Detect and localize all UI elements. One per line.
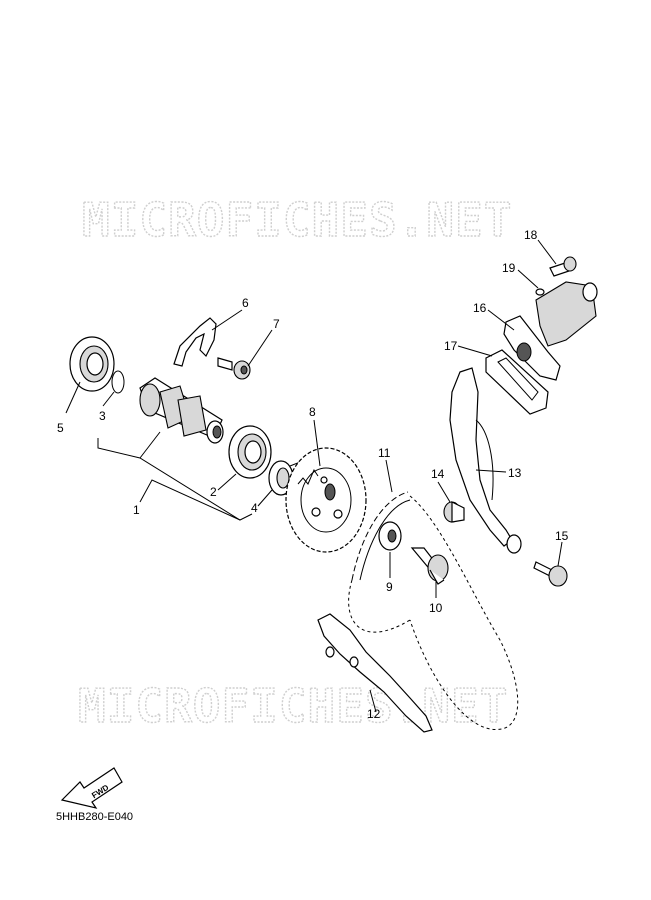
leader-lines — [65, 239, 563, 713]
part-5-bearing — [69, 336, 115, 392]
watermark-bottom: MICROFICHES.NET — [78, 679, 508, 733]
part-label-1: 1 — [133, 503, 140, 517]
part-label-8: 8 — [309, 405, 316, 419]
part-label-10: 10 — [429, 601, 443, 615]
part-11-timing-chain — [348, 491, 519, 730]
part-13-tensioner-guide — [449, 367, 522, 554]
part-8-cam-sprocket — [285, 447, 367, 553]
part-label-11: 11 — [378, 446, 391, 460]
part-label-6: 6 — [242, 296, 249, 310]
part-9-washer — [378, 521, 402, 551]
part-16-cam-chain-tensioner — [503, 281, 598, 381]
diagram-code: 5HHB280-E040 — [56, 811, 133, 823]
part-label-16: 16 — [473, 301, 487, 315]
part-18-bolt — [549, 256, 577, 277]
part-label-13: 13 — [508, 466, 522, 480]
part-15-bolt — [533, 561, 568, 587]
part-number-labels: 1 2 3 4 5 6 7 8 9 10 11 12 13 14 15 16 1… — [57, 228, 569, 721]
part-14-collar — [443, 501, 465, 523]
part-10-bolt — [410, 547, 449, 585]
watermark-top: MICROFICHES.NET — [82, 193, 512, 247]
part-label-9: 9 — [386, 580, 393, 594]
part-label-15: 15 — [555, 529, 569, 543]
part-3-o-ring — [111, 370, 125, 394]
part-1-camshaft — [139, 377, 224, 444]
part-label-12: 12 — [367, 707, 381, 721]
part-label-19: 19 — [502, 261, 516, 275]
part-12-chain-guide — [317, 613, 433, 733]
part-label-18: 18 — [524, 228, 538, 242]
part-label-3: 3 — [99, 409, 106, 423]
part-19-washer — [535, 288, 545, 296]
part-6-stopper-plate — [173, 317, 217, 367]
part-label-5: 5 — [57, 421, 64, 435]
part-7-bolt — [217, 357, 251, 380]
part-label-4: 4 — [251, 501, 258, 515]
part-label-2: 2 — [210, 485, 217, 499]
fwd-arrow-icon: FWD — [60, 767, 123, 809]
part-label-17: 17 — [444, 339, 458, 353]
part-2-bearing — [228, 425, 272, 479]
part-label-14: 14 — [431, 467, 445, 481]
part-17-gasket — [485, 349, 549, 415]
part-label-7: 7 — [273, 317, 280, 331]
